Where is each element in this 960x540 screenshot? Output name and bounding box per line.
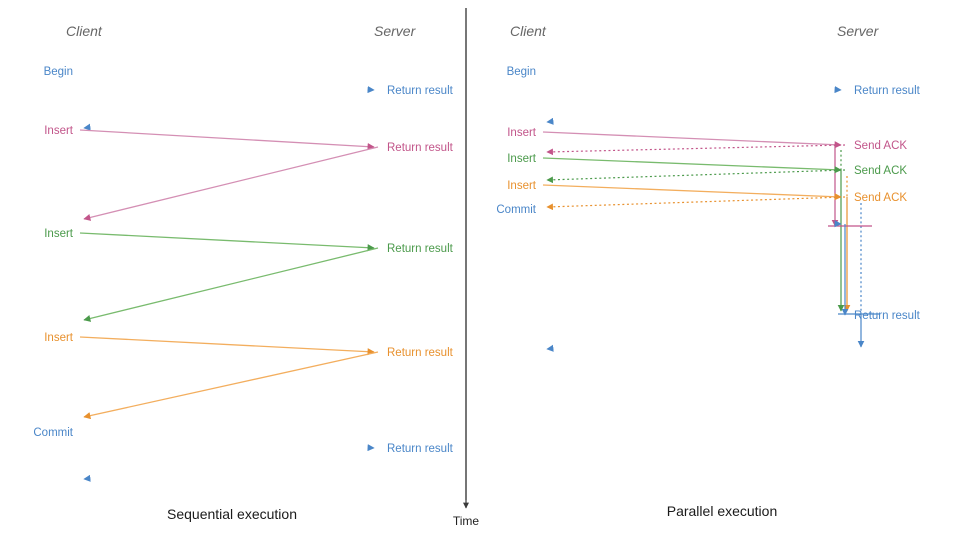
message-label-insert: Insert — [44, 228, 74, 240]
response-arrow — [83, 146, 379, 221]
lane-header-client: Client — [66, 23, 103, 39]
request-arrow — [542, 131, 842, 149]
response-label: Send ACK — [854, 140, 907, 152]
response-label: Return result — [387, 347, 454, 359]
response-arrow — [83, 474, 91, 482]
response-arrow — [546, 144, 846, 156]
request-arrow — [79, 336, 375, 356]
response-arrow — [83, 247, 379, 322]
response-arrow — [83, 351, 379, 420]
request-arrow — [367, 86, 375, 94]
lane-header-server: Server — [374, 23, 417, 39]
request-arrow — [542, 184, 842, 201]
message-label-insert: Insert — [44, 332, 74, 344]
panel-title: Parallel execution — [667, 503, 778, 519]
response-label: Return result — [387, 443, 454, 455]
response-label: Send ACK — [854, 165, 907, 177]
response-label: Return result — [387, 243, 454, 255]
request-arrow — [367, 444, 375, 452]
response-label: Return result — [387, 142, 454, 154]
response-arrow — [546, 169, 846, 184]
response-arrow — [546, 196, 846, 211]
request-arrow — [834, 220, 842, 228]
response-label: Return result — [854, 310, 921, 322]
time-axis-group: Time — [453, 30, 480, 528]
request-arrow — [834, 86, 842, 94]
message-label-insert: Insert — [44, 125, 74, 137]
message-label-commit: Commit — [496, 204, 536, 216]
response-label: Send ACK — [854, 192, 907, 204]
message-label-begin: Begin — [507, 66, 536, 78]
panel-title: Sequential execution — [167, 506, 297, 522]
time-axis-label: Time — [453, 514, 480, 528]
response-arrow — [546, 117, 554, 125]
message-label-insert: Insert — [507, 153, 537, 165]
message-label-commit: Commit — [33, 427, 73, 439]
request-arrow — [542, 157, 842, 174]
response-label: Return result — [854, 85, 921, 97]
lane-header-server: Server — [837, 23, 880, 39]
lane-header-client: Client — [510, 23, 547, 39]
message-label-begin: Begin — [44, 66, 73, 78]
response-label: Return result — [387, 85, 454, 97]
response-arrow — [546, 344, 554, 352]
message-label-insert: Insert — [507, 180, 537, 192]
message-label-insert: Insert — [507, 127, 537, 139]
response-arrow — [83, 123, 91, 131]
request-arrow — [79, 232, 375, 252]
request-arrow — [79, 129, 375, 151]
